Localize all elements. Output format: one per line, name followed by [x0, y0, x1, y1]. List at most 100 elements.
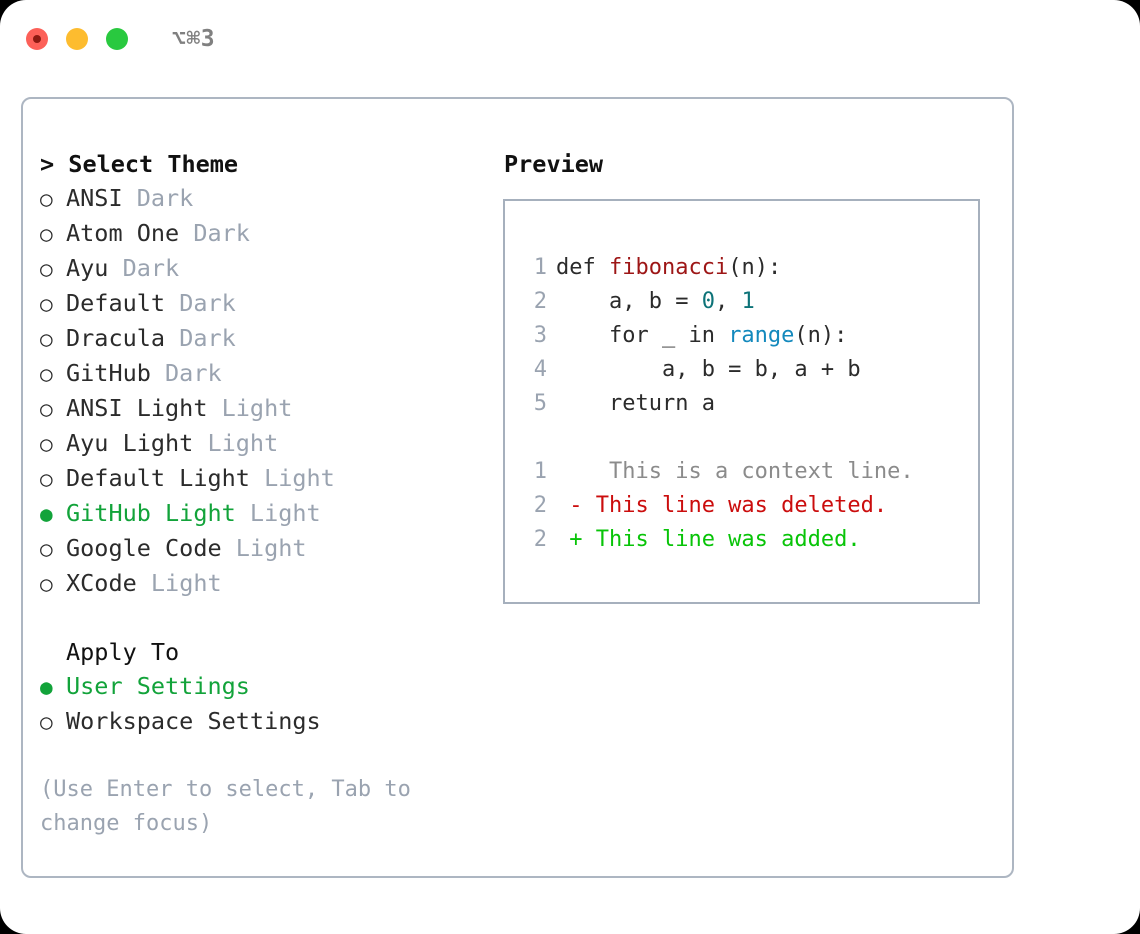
code-line: 2 a, b = 0, 1: [521, 285, 978, 319]
code-token-plain: return a: [556, 391, 715, 416]
diff-line-text: + This line was added.: [556, 527, 861, 552]
theme-option-label: Ayu Light: [66, 429, 194, 457]
theme-option-atom-one[interactable]: ○ Atom One Dark: [40, 216, 503, 251]
code-token-plain: a, b = b, a + b: [556, 357, 861, 382]
apply-to-heading: Apply To: [66, 638, 180, 666]
main-panel: > Select Theme ○ANSI Dark○Atom One Dark○…: [21, 97, 1014, 878]
code-token-plain: a, b =: [556, 289, 702, 314]
theme-option-label: Atom One: [66, 219, 180, 247]
code-line: 5 return a: [521, 387, 978, 421]
theme-option-kind: Dark: [108, 254, 180, 282]
theme-option-kind: Light: [235, 499, 321, 527]
theme-option-default[interactable]: ○ Default Dark: [40, 286, 503, 321]
theme-option-label: GitHub Light: [66, 499, 236, 527]
radio-selected-icon: ●: [40, 675, 53, 699]
apply-to-list[interactable]: ● User Settings ○ Workspace Settings: [40, 669, 503, 739]
apply-to-option-workspace-settings[interactable]: ○ Workspace Settings: [40, 704, 503, 739]
theme-option-ansi-light[interactable]: ○ ANSI Light Light: [40, 391, 503, 426]
theme-option-label: ANSI: [66, 184, 123, 212]
theme-option-kind: Light: [221, 534, 307, 562]
diff-line-text: This is a context line.: [556, 459, 914, 484]
theme-option-default-light[interactable]: ○Default Light Light: [40, 461, 503, 496]
code-token-plain: for _ in: [556, 323, 729, 348]
code-token-plain: ,: [714, 289, 742, 314]
theme-option-label: XCode: [66, 569, 137, 597]
theme-picker-column: > Select Theme ○ANSI Dark○Atom One Dark○…: [23, 99, 503, 876]
theme-option-label: ANSI Light: [66, 394, 208, 422]
minimize-window-button[interactable]: [66, 28, 88, 50]
diff-line-add: 2 + This line was added.: [521, 523, 978, 557]
theme-option-google-code[interactable]: ○ Google Code Light: [40, 531, 503, 566]
apply-to-option-label: User Settings: [66, 672, 250, 700]
radio-unselected-icon: ○: [40, 397, 53, 421]
code-line: 3 for _ in range(n):: [521, 319, 978, 353]
radio-unselected-icon: ○: [40, 257, 53, 281]
radio-unselected-icon: ○: [40, 292, 53, 316]
theme-option-label: Ayu: [66, 254, 109, 282]
diff-sample: 1 This is a context line.2 - This line w…: [521, 455, 978, 557]
code-token-plain: (n):: [794, 323, 848, 348]
theme-option-kind: Light: [249, 464, 335, 492]
diff-line-text: - This line was deleted.: [556, 493, 888, 518]
theme-option-github[interactable]: ○ GitHub Dark: [40, 356, 503, 391]
theme-list[interactable]: ○ANSI Dark○Atom One Dark○Ayu Dark○Defaul…: [40, 181, 503, 601]
theme-option-label: GitHub: [66, 359, 151, 387]
code-line-number: 3: [533, 323, 547, 348]
title-bar: ⌥⌘3: [0, 0, 1140, 78]
code-token-plain: def: [556, 255, 609, 280]
code-token-num: 0: [701, 289, 715, 314]
theme-option-kind: Dark: [165, 324, 236, 352]
code-token-plain: (n):: [728, 255, 782, 280]
code-line-number: 5: [533, 391, 547, 416]
code-line-number: 1: [533, 255, 547, 280]
theme-option-label: Google Code: [66, 534, 222, 562]
theme-option-label: Default: [66, 289, 166, 317]
window-controls: [26, 28, 128, 50]
preview-heading: Preview: [504, 150, 604, 178]
radio-unselected-icon: ○: [40, 432, 53, 456]
code-line-number: 4: [533, 357, 547, 382]
theme-option-xcode[interactable]: ○ XCode Light: [40, 566, 503, 601]
theme-option-kind: Dark: [150, 359, 222, 387]
close-window-button[interactable]: [26, 28, 48, 50]
maximize-window-button[interactable]: [106, 28, 128, 50]
code-line-number: 2: [533, 289, 547, 314]
radio-unselected-icon: ○: [40, 362, 53, 386]
theme-option-kind: Light: [136, 569, 222, 597]
apply-to-option-label: Workspace Settings: [66, 707, 321, 735]
code-token-fn: fibonacci: [608, 255, 729, 280]
code-token-num: 1: [741, 289, 755, 314]
theme-option-github-light[interactable]: ●GitHub Light Light: [40, 496, 503, 531]
radio-unselected-icon: ○: [40, 710, 53, 734]
code-line: 4 a, b = b, a + b: [521, 353, 978, 387]
theme-option-kind: Dark: [122, 184, 194, 212]
radio-unselected-icon: ○: [40, 187, 53, 211]
radio-unselected-icon: ○: [40, 572, 53, 596]
radio-unselected-icon: ○: [40, 537, 53, 561]
diff-line-number: 2: [533, 493, 547, 518]
apply-to-option-user-settings[interactable]: ● User Settings: [40, 669, 503, 704]
code-line: 1 def fibonacci(n):: [521, 251, 978, 285]
theme-option-kind: Dark: [179, 219, 250, 247]
theme-option-ayu[interactable]: ○ Ayu Dark: [40, 251, 503, 286]
diff-line-ctx: 1 This is a context line.: [521, 455, 978, 489]
keyboard-shortcut-label: ⌥⌘3: [172, 26, 216, 52]
theme-option-ayu-light[interactable]: ○Ayu Light Light: [40, 426, 503, 461]
theme-option-kind: Dark: [165, 289, 236, 317]
keyboard-hint-text: (Use Enter to select, Tab to change focu…: [40, 777, 411, 836]
theme-option-label: Default Light: [66, 464, 250, 492]
radio-unselected-icon: ○: [40, 222, 53, 246]
diff-line-number: 2: [533, 527, 547, 552]
diff-line-del: 2 - This line was deleted.: [521, 489, 978, 523]
diff-line-number: 1: [533, 459, 547, 484]
theme-option-dracula[interactable]: ○Dracula Dark: [40, 321, 503, 356]
select-theme-heading: > Select Theme: [40, 150, 239, 178]
code-token-call: range: [728, 323, 795, 348]
radio-unselected-icon: ○: [40, 327, 53, 351]
theme-option-kind: Light: [207, 394, 293, 422]
theme-option-ansi[interactable]: ○ ANSI Dark: [40, 181, 503, 216]
